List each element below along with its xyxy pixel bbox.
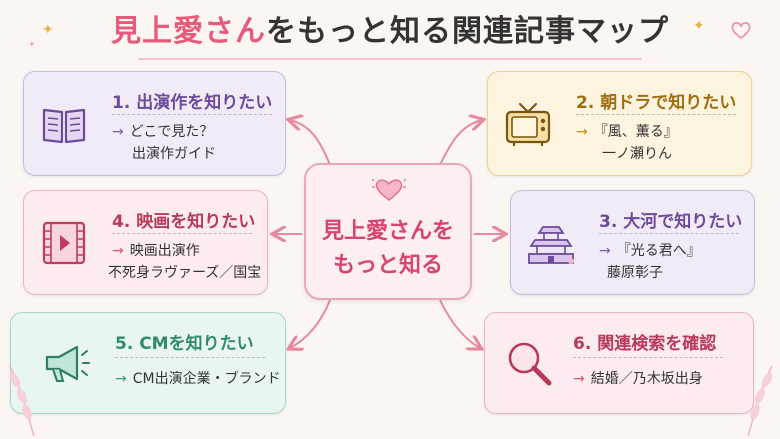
sparkle-icon: ✦ <box>28 40 36 50</box>
card-divider <box>112 233 252 234</box>
title-highlight: 見上愛さん <box>111 14 266 49</box>
megaphone-icon <box>45 345 90 382</box>
tv-icon <box>505 102 551 146</box>
leaf-branch-icon <box>9 365 35 436</box>
card-heading: 4. 映画を知りたい <box>112 212 256 232</box>
card-heading: 5. CMを知りたい <box>115 334 254 354</box>
card-heading: 6. 関連検索を確認 <box>573 334 717 354</box>
card-line: →映画出演作 <box>112 243 200 259</box>
card-line: →『風、薫る』 <box>576 124 678 140</box>
connector-to-card-2 <box>439 120 482 166</box>
card-line: →CM出演企業・ブランド <box>115 371 281 387</box>
card-line: →結婚／乃木坂出身 <box>573 371 703 387</box>
sparkle-icon: ✦ <box>693 18 705 34</box>
card-divider <box>599 233 739 234</box>
card-divider <box>115 357 265 358</box>
center-title-line1: 見上愛さんを <box>321 219 454 244</box>
center-node: 見上愛さんを もっと知る <box>304 163 472 300</box>
film-icon <box>42 221 86 264</box>
card-heading: 3. 大河で知りたい <box>599 212 743 232</box>
card-heading: 1. 出演作を知りたい <box>112 93 273 113</box>
card-line: 一ノ瀬りん <box>602 146 672 162</box>
book-icon <box>42 108 86 143</box>
connector-to-card-5 <box>290 299 331 348</box>
card-related-search[interactable]: 6. 関連検索を確認 →結婚／乃木坂出身 <box>484 312 754 414</box>
sparkle-icon: ✦ <box>42 22 54 38</box>
castle-icon <box>528 225 574 264</box>
card-heading: 2. 朝ドラで知りたい <box>576 93 737 113</box>
center-title-line2: もっと知る <box>332 253 443 278</box>
card-movies[interactable]: 4. 映画を知りたい →映画出演作 不死身ラヴァーズ／国宝 <box>23 190 268 295</box>
card-divider <box>112 114 272 115</box>
leaf-branch-icon <box>747 365 773 436</box>
connector-to-card-1 <box>290 120 331 166</box>
card-line: 藤原彰子 <box>607 265 663 281</box>
card-line: →『光る君へ』 <box>599 243 701 259</box>
card-appearances[interactable]: 1. 出演作を知りたい →どこで見た？ 出演作ガイド <box>23 71 286 176</box>
card-line: →どこで見た？ <box>112 124 214 140</box>
magnifier-icon <box>508 342 552 386</box>
card-line: 出演作ガイド <box>132 146 216 162</box>
card-taiga-drama[interactable]: 3. 大河で知りたい →『光る君へ』 藤原彰子 <box>510 190 755 295</box>
heart-icon <box>372 178 406 201</box>
card-commercials[interactable]: 5. CMを知りたい →CM出演企業・ブランド <box>10 312 286 414</box>
title-rest: をもっと知る関連記事マップ <box>266 14 669 49</box>
connector-to-card-6 <box>439 299 480 348</box>
card-line: 不死身ラヴァーズ／国宝 <box>108 265 262 281</box>
card-morning-drama[interactable]: 2. 朝ドラで知りたい →『風、薫る』 一ノ瀬りん <box>487 71 752 176</box>
page-title: 見上愛さんをもっと知る関連記事マップ <box>0 12 780 52</box>
card-divider <box>576 114 736 115</box>
heart-outline-icon <box>731 22 751 40</box>
title-underline <box>138 58 642 60</box>
card-divider <box>573 357 723 358</box>
